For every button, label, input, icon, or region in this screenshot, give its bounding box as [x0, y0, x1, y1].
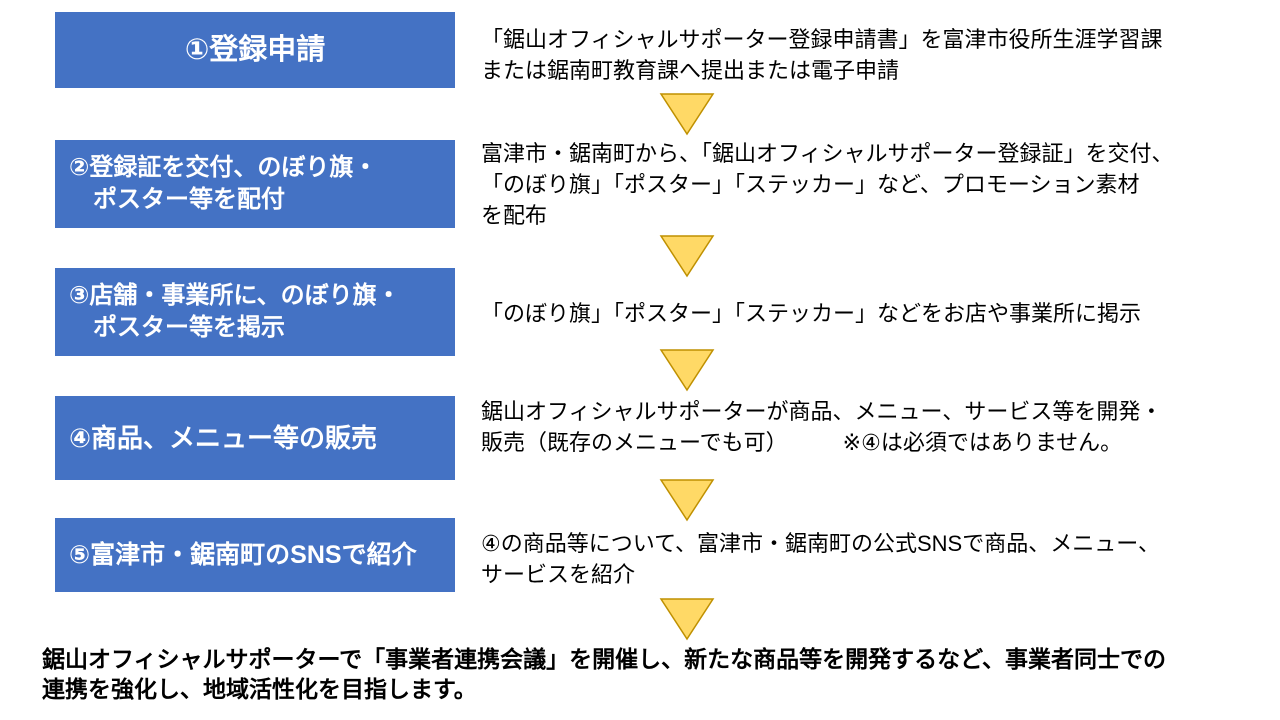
down-arrow-icon — [659, 93, 715, 136]
step-5-label: ⑤富津市・鋸南町のSNSで紹介 — [69, 540, 417, 569]
step-box-4: ④商品、メニュー等の販売 — [55, 396, 455, 480]
step-1-description: 「鋸山オフィシャルサポーター登録申請書」を富津市役所生涯学習課 または鋸南町教育… — [481, 27, 1163, 83]
step-3-label: ③店舗・事業所に、のぼり旗・ ポスター等を掲示 — [69, 282, 401, 341]
step-box-1: ①登録申請 — [55, 12, 455, 88]
down-arrow-icon — [659, 235, 715, 278]
step-4-label: ④商品、メニュー等の販売 — [69, 422, 378, 453]
step-box-5: ⑤富津市・鋸南町のSNSで紹介 — [55, 518, 455, 592]
down-arrow-icon — [659, 598, 715, 641]
step-5-description: ④の商品等について、富津市・鋸南町の公式SNSで商品、メニュー、 サービスを紹介 — [481, 531, 1160, 587]
step-4-description: 鋸山オフィシャルサポーターが商品、メニュー、サービス等を開発・ 販売（既存のメニ… — [481, 399, 1163, 455]
down-arrow-icon — [659, 479, 715, 522]
step-1-label: ①登録申請 — [184, 33, 326, 66]
step-3-description: 「のぼり旗」「ポスター」「ステッカー」などをお店や事業所に掲示 — [481, 301, 1142, 326]
step-box-2: ②登録証を交付、のぼり旗・ ポスター等を配付 — [55, 140, 455, 228]
footer-note: 鋸山オフィシャルサポーターで「事業者連携会議」を開催し、新たな商品等を開発するな… — [42, 646, 1167, 702]
step-2-label: ②登録証を交付、のぼり旗・ ポスター等を配付 — [69, 154, 378, 213]
step-2-description: 富津市・鋸南町から、「鋸山オフィシャルサポーター登録証」を交付、 「のぼり旗」「… — [481, 141, 1174, 228]
step-box-3: ③店舗・事業所に、のぼり旗・ ポスター等を掲示 — [55, 268, 455, 356]
down-arrow-icon — [659, 349, 715, 392]
